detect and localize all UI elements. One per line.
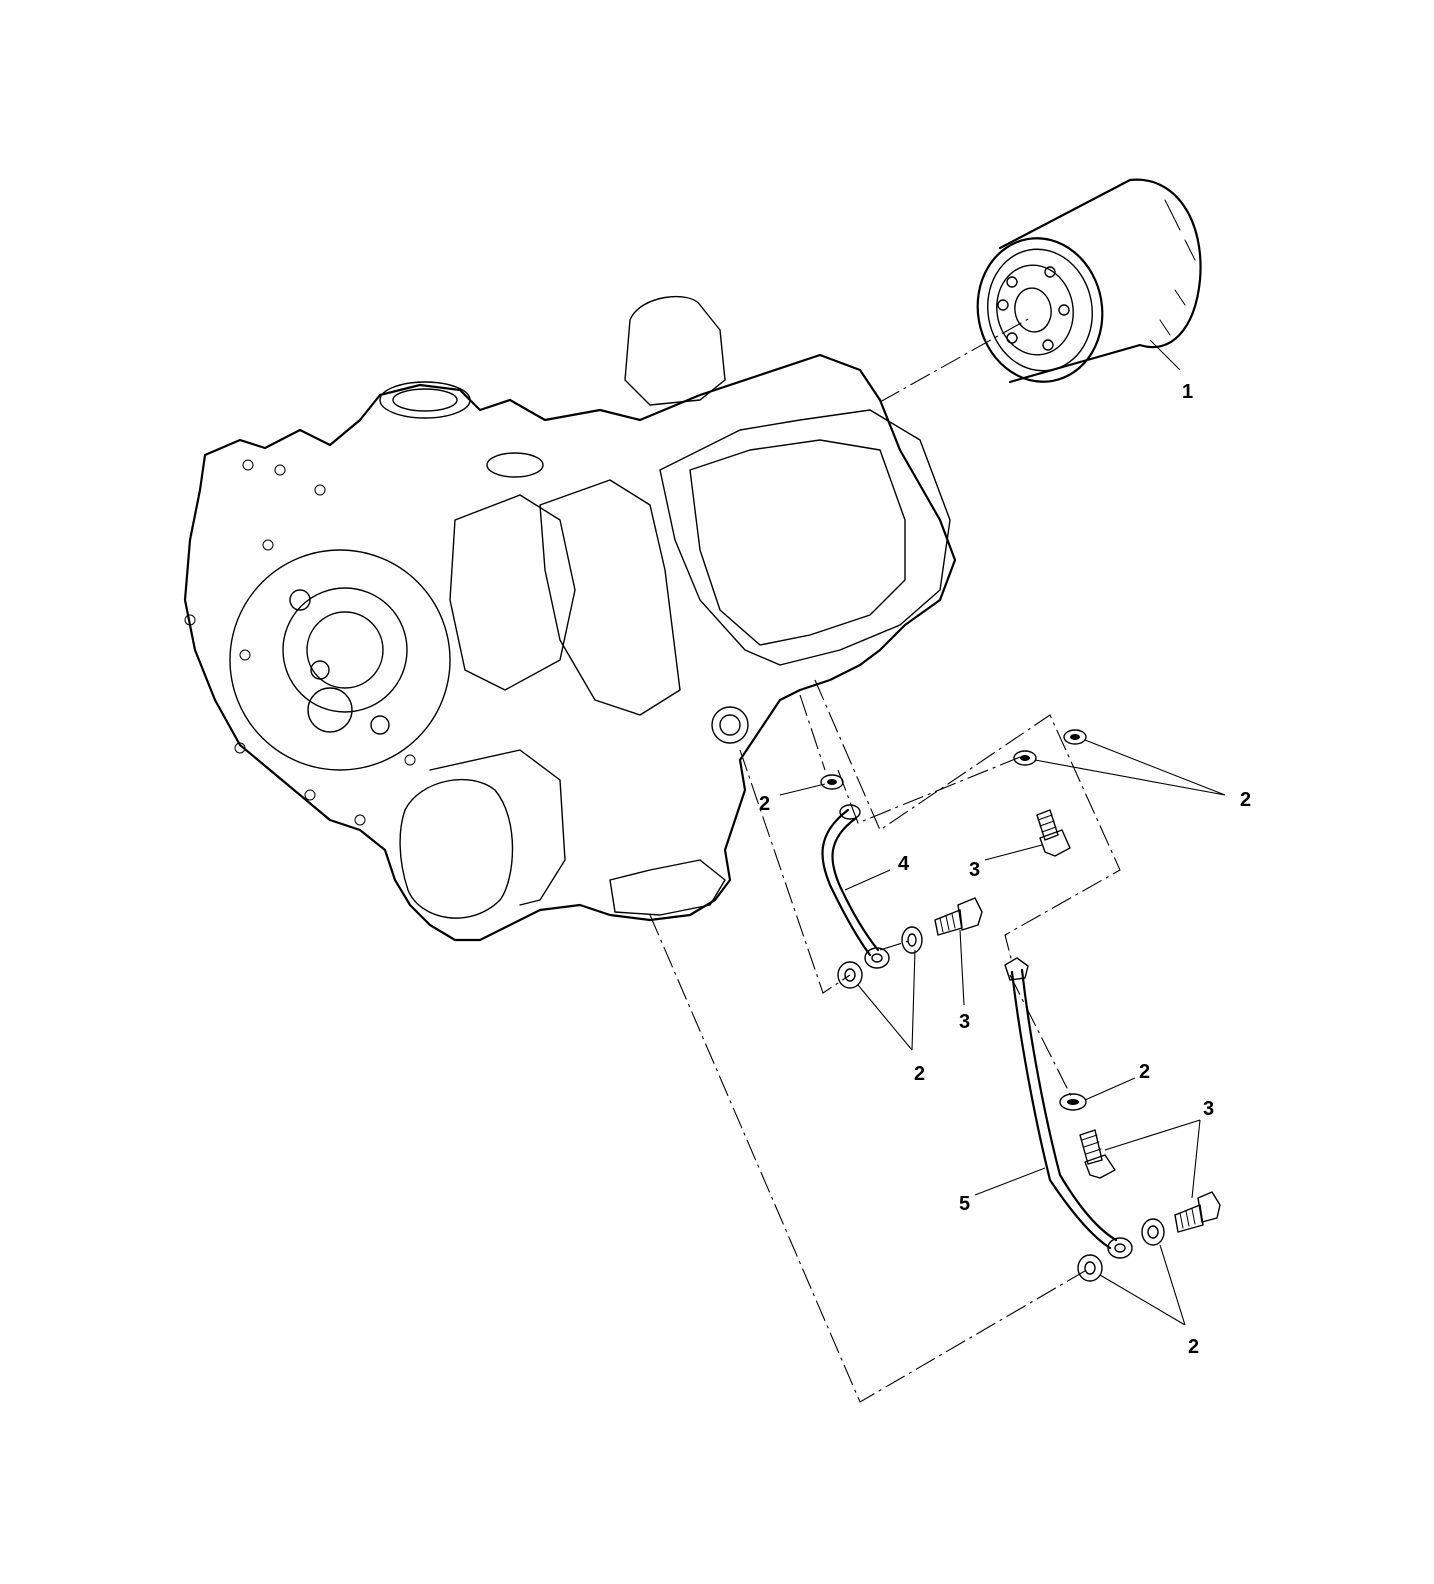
banjo-bolt	[1036, 809, 1071, 857]
washer	[901, 926, 923, 954]
washer	[1077, 1254, 1103, 1282]
oil-filter	[976, 178, 1202, 384]
leader-lines	[779, 339, 1226, 1326]
washer	[1141, 1218, 1165, 1246]
callout-2: 2	[1139, 1061, 1150, 1083]
banjo-bolt	[1079, 1129, 1116, 1179]
callout-3: 3	[969, 859, 980, 881]
oil-line-4	[821, 804, 890, 969]
washer	[837, 961, 863, 989]
washer	[820, 774, 844, 790]
callout-5: 5	[959, 1193, 970, 1215]
washer	[1059, 1093, 1087, 1111]
washer	[1063, 729, 1087, 745]
callout-3: 3	[959, 1011, 970, 1033]
banjo-bolt	[934, 897, 983, 936]
callout-4: 4	[898, 853, 910, 875]
callout-labels: 1 2 2 2 2 2 3 3 3 4 5	[759, 381, 1251, 1358]
callout-2: 2	[759, 793, 770, 815]
callout-2: 2	[1188, 1336, 1199, 1358]
callout-1: 1	[1182, 381, 1193, 403]
assembly-center-lines	[649, 317, 1121, 1403]
callout-2: 2	[914, 1063, 925, 1085]
banjo-bolts	[934, 809, 1221, 1233]
oil-line-5	[1004, 957, 1133, 1259]
washer	[1013, 750, 1037, 766]
engine-crankcase	[183, 295, 957, 942]
callout-2: 2	[1240, 789, 1251, 811]
banjo-bolt	[1174, 1191, 1221, 1233]
callout-3: 3	[1203, 1098, 1214, 1120]
